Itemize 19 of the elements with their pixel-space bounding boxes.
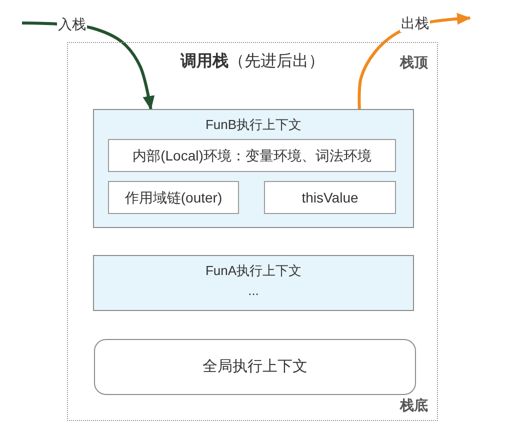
box-label: 全局执行上下文	[202, 358, 308, 376]
context-panel	[93, 255, 414, 311]
scope-chain-box	[108, 181, 239, 214]
stack-top-label: 栈顶	[400, 54, 428, 71]
edge-label: 入栈	[57, 16, 87, 33]
stack-bottom-label: 栈底	[400, 397, 428, 414]
environment-box	[108, 139, 396, 172]
box-label: thisValue	[302, 189, 358, 206]
context-heading: FunB执行上下文	[205, 117, 302, 133]
context-panel	[93, 109, 414, 228]
global-context-box	[94, 339, 416, 395]
box-label: 作用域链(outer)	[124, 189, 222, 206]
box-label: 内部(Local)环境：变量环境、词法环境	[132, 147, 372, 164]
edge-label: 出栈	[400, 15, 430, 32]
stack-title: 调用栈（先进后出）	[180, 52, 324, 72]
context-heading: FunA执行上下文	[205, 263, 302, 279]
this-value-box	[264, 181, 396, 214]
ellipsis-text: ...	[248, 283, 259, 299]
stack-frame	[67, 42, 438, 421]
